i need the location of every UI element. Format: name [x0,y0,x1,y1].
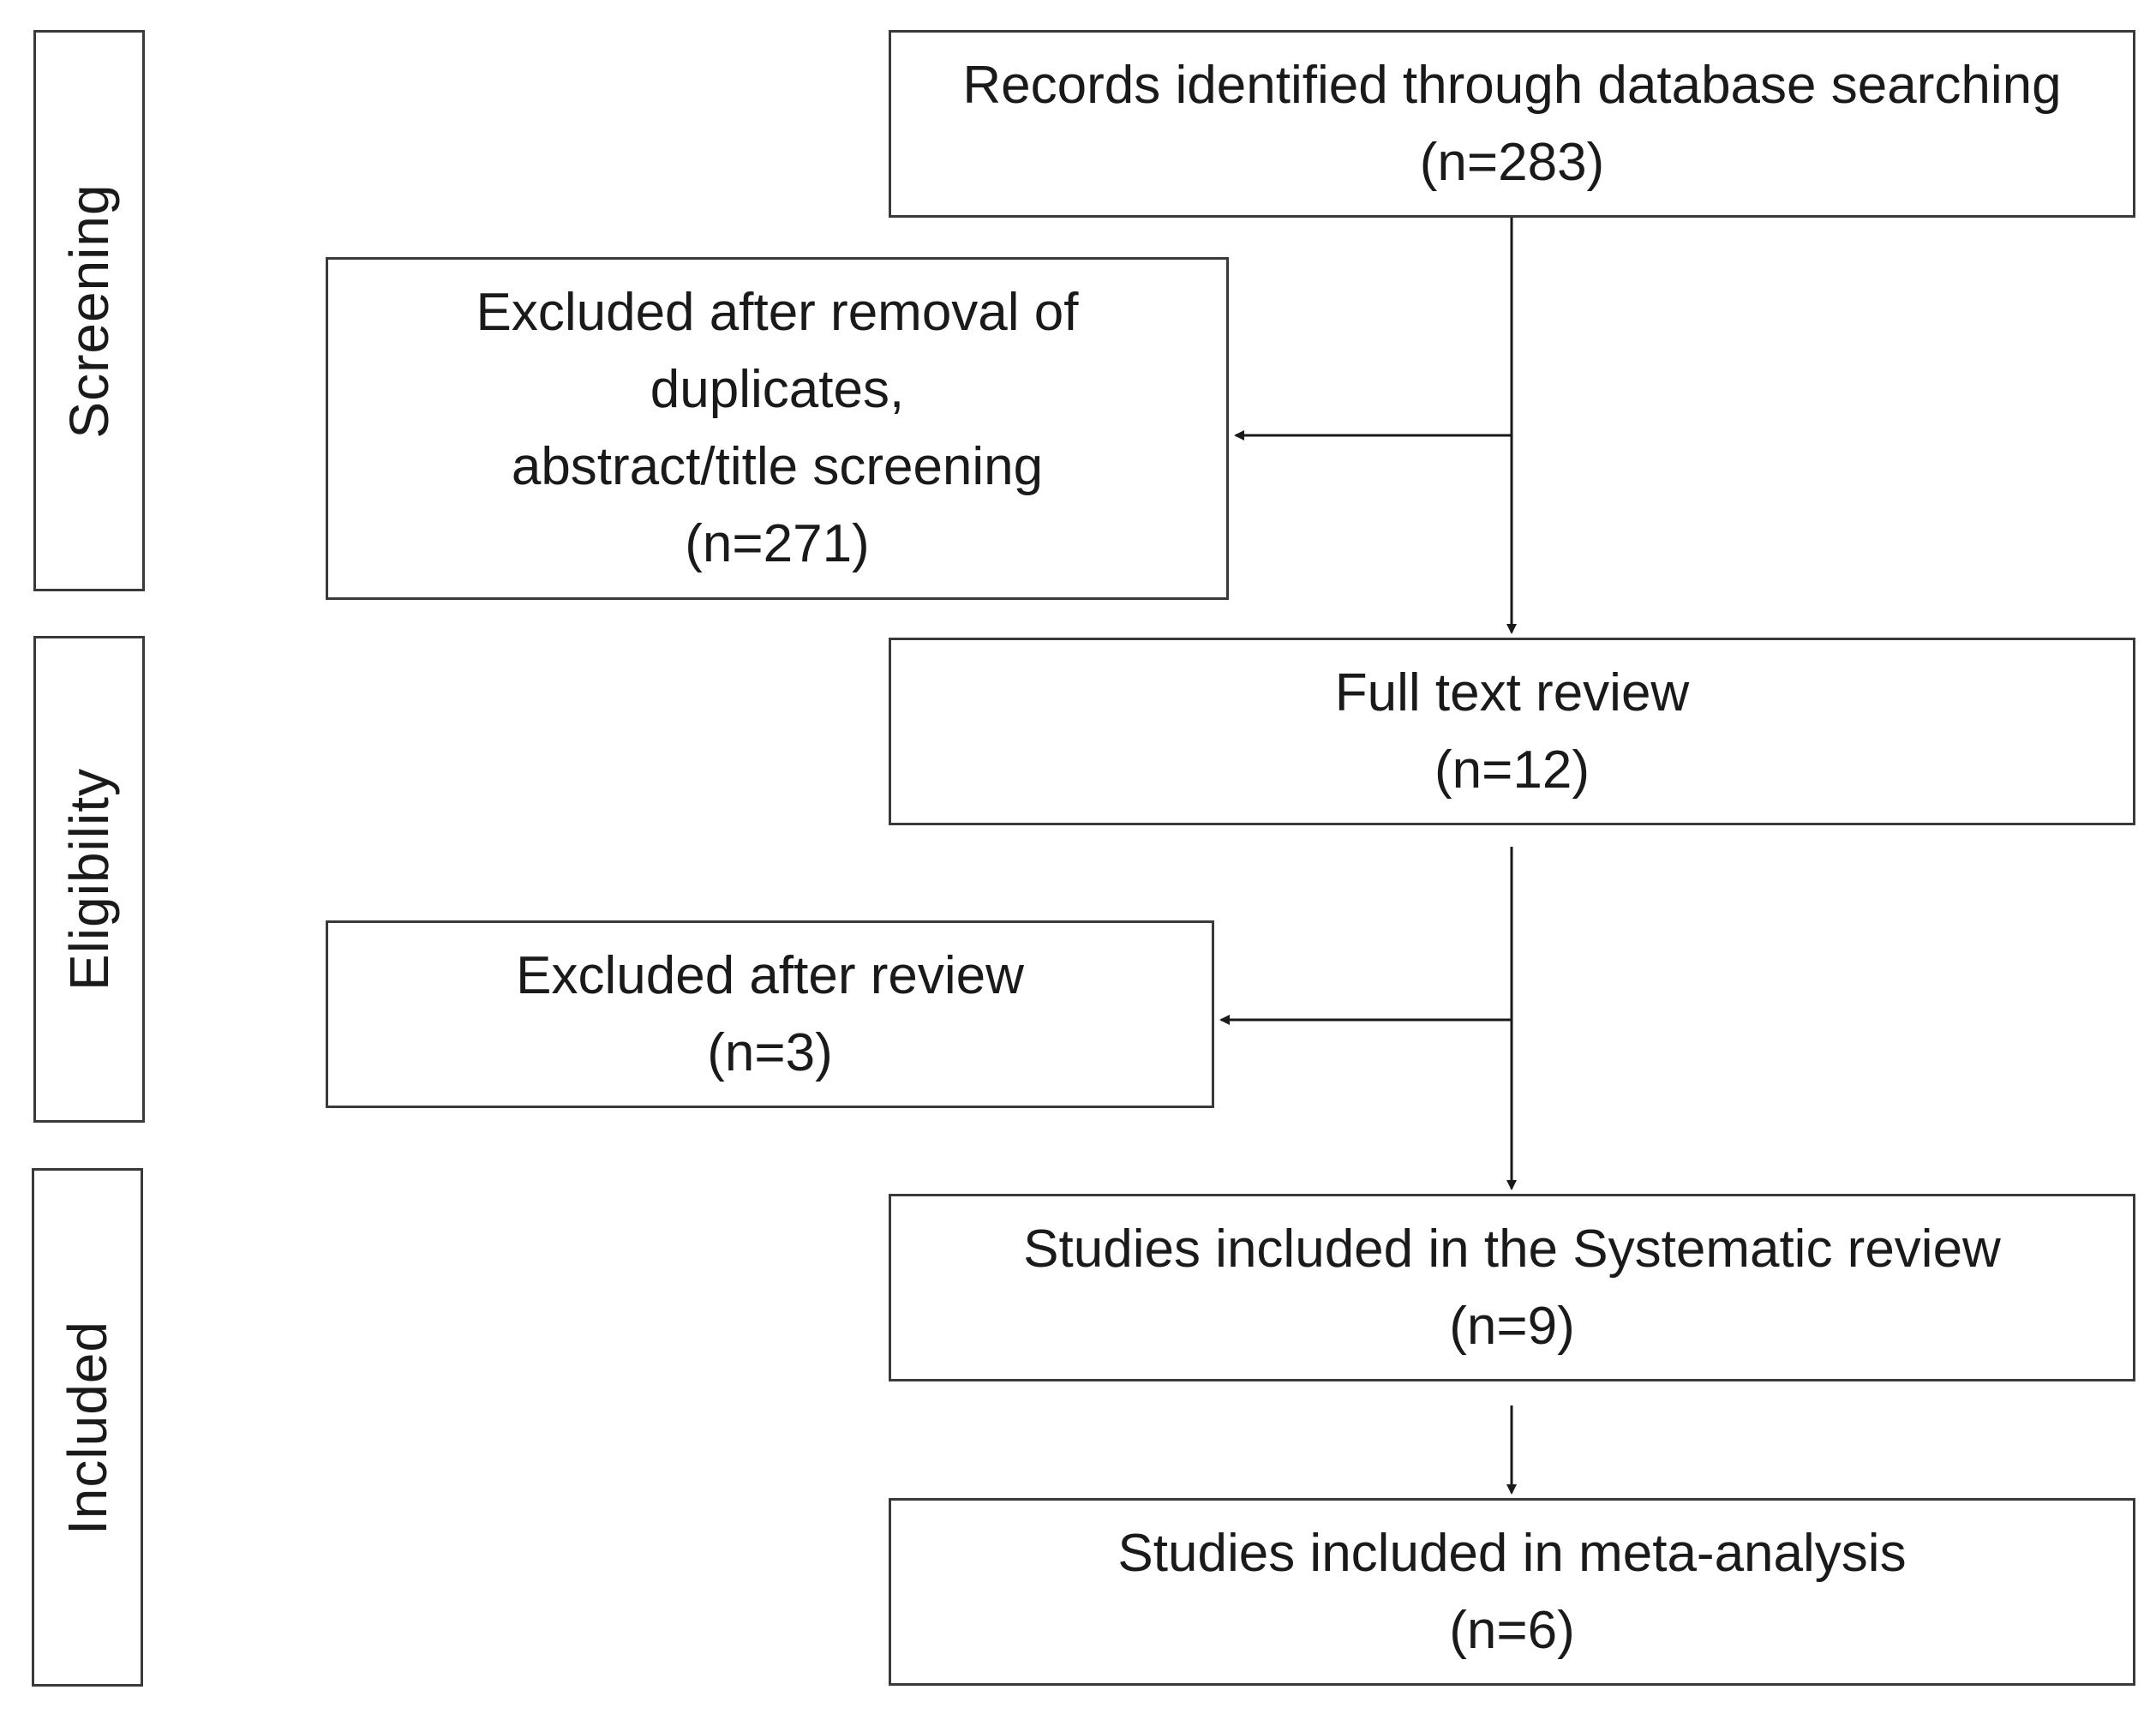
records-identified-count: (n=283) [1419,132,1605,192]
systematic-review-box: Studies included in the Systematic revie… [889,1194,2135,1381]
meta-analysis-box: Studies included in meta-analysis (n=6) [889,1498,2135,1686]
excluded-after-review-count: (n=3) [707,1022,833,1082]
stage-included: Included [32,1168,143,1687]
full-text-review-box: Full text review (n=12) [889,638,2135,825]
stage-eligibility-label: Eligibility [58,768,120,991]
excluded-duplicates-text-1: Excluded after removal of [476,283,1079,342]
full-text-review-count: (n=12) [1434,740,1590,800]
excluded-duplicates-text-2: duplicates, [650,360,905,419]
meta-analysis-count: (n=6) [1449,1600,1575,1660]
excluded-duplicates-count: (n=271) [685,514,870,573]
records-identified-box: Records identified through database sear… [889,30,2135,218]
systematic-review-text: Studies included in the Systematic revie… [1023,1219,2001,1279]
excluded-duplicates-box: Excluded after removal of duplicates, ab… [326,257,1229,600]
stage-screening-label: Screening [58,183,120,439]
excluded-duplicates-text-3: abstract/title screening [511,437,1044,496]
full-text-review-text: Full text review [1334,662,1690,722]
stage-screening: Screening [33,30,145,591]
meta-analysis-text: Studies included in meta-analysis [1117,1523,1907,1583]
stage-included-label: Included [57,1320,118,1535]
excluded-after-review-box: Excluded after review (n=3) [326,920,1214,1108]
systematic-review-count: (n=9) [1449,1296,1575,1356]
records-identified-text: Records identified through database sear… [962,55,2062,115]
excluded-after-review-text: Excluded after review [516,945,1024,1005]
stage-eligibility: Eligibility [33,636,145,1123]
